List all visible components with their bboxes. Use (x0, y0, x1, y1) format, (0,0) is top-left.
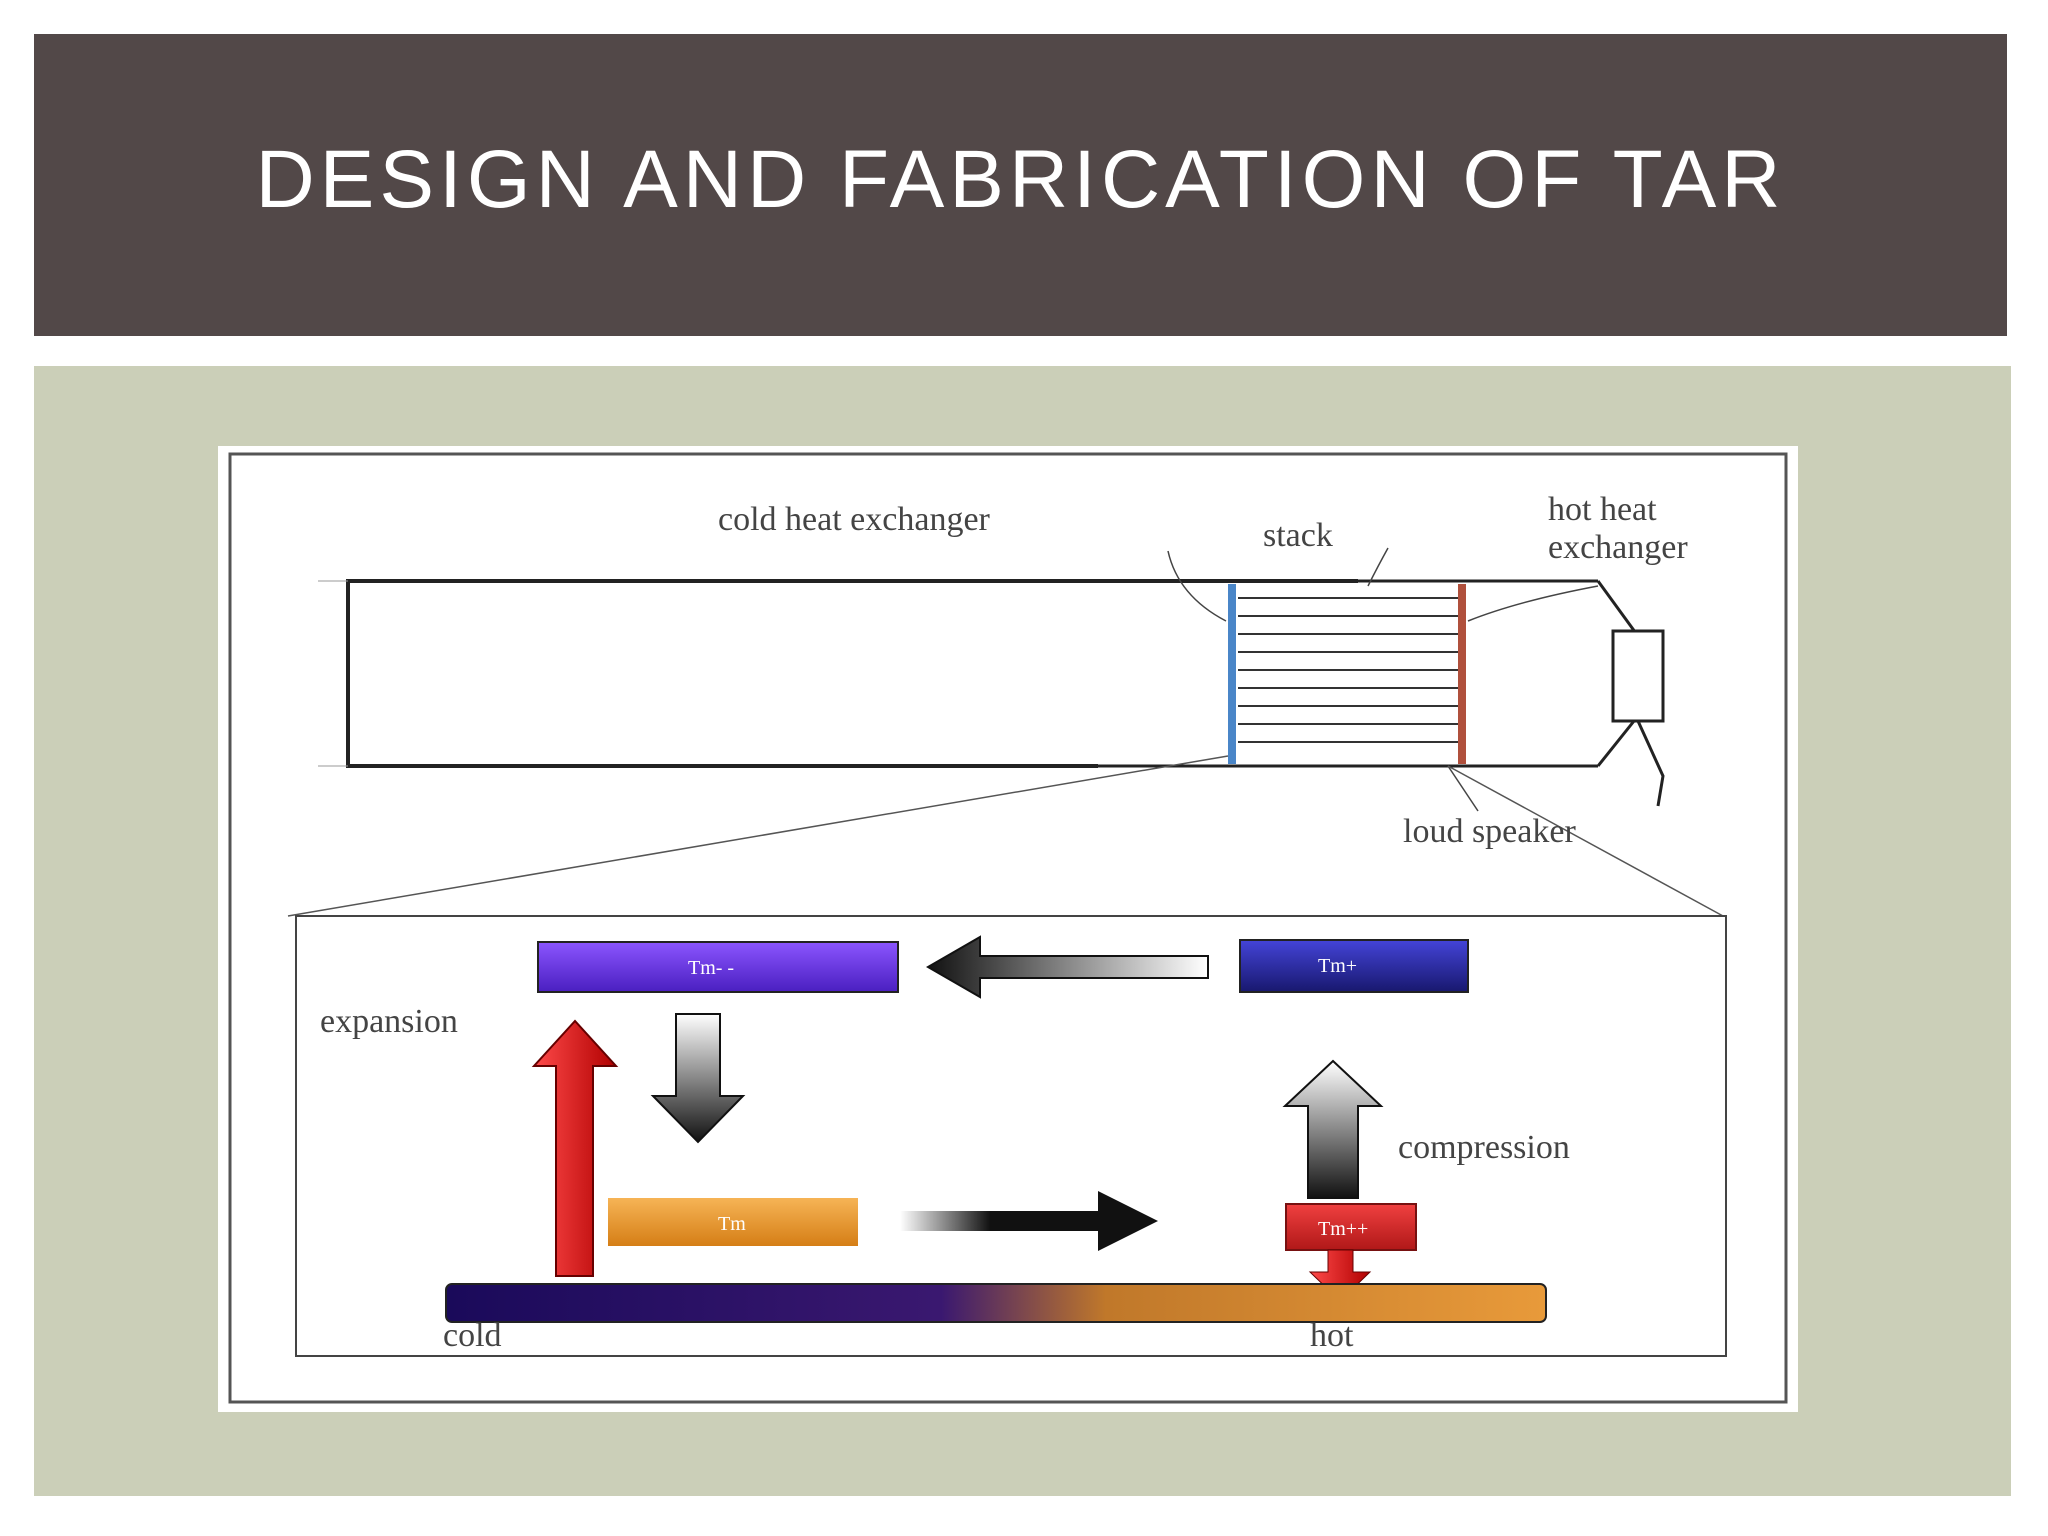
arrow-up-compression (1282, 1059, 1384, 1199)
loud-speaker (1611, 629, 1665, 807)
label-hot: hot (1310, 1317, 1354, 1354)
state-label-expanded: Tm- - (688, 957, 734, 979)
label-loud-speaker: loud speaker (1403, 813, 1576, 850)
arrow-right-middle (900, 1191, 1158, 1251)
label-compression: compression (1398, 1129, 1570, 1166)
zoom-lines (287, 755, 1724, 917)
stack (1238, 597, 1458, 743)
stack-leader (1367, 547, 1389, 587)
figure-frame (228, 452, 1788, 1404)
speaker-leader (1447, 765, 1479, 812)
state-box-compressed (1285, 1203, 1417, 1251)
state-label-compressed: Tm++ (1318, 1218, 1368, 1240)
slide-title: DESIGN AND FABRICATION OF TAR (255, 134, 1786, 225)
state-box-expanded (537, 941, 899, 993)
zoom-box (295, 915, 1727, 1357)
speaker-housing (1358, 579, 1640, 768)
hot-heat-exchanger (1458, 584, 1466, 764)
cold-exchanger-leader (1167, 550, 1227, 622)
state-box-warm (1239, 939, 1469, 993)
label-cold: cold (443, 1317, 502, 1354)
label-hot-heat-exchanger-line1: hot heat (1548, 491, 1657, 528)
title-bar: DESIGN AND FABRICATION OF TAR (34, 34, 2007, 336)
label-cold-heat-exchanger: cold heat exchanger (718, 501, 991, 538)
arrow-left-top (925, 935, 1209, 999)
arrow-down (650, 1013, 746, 1144)
state-label-cold-side: Tm (718, 1213, 746, 1235)
label-stack: stack (1263, 517, 1333, 554)
resonator-tube (318, 579, 1358, 768)
state-box-cold-side (608, 1198, 858, 1246)
tar-diagram: cold heat exchanger stack hot heat excha… (228, 452, 1788, 1404)
state-label-warm: Tm+ (1318, 955, 1357, 977)
tar-diagram-figure: cold heat exchanger stack hot heat excha… (218, 446, 1798, 1412)
cold-heat-exchanger (1228, 584, 1236, 764)
arrow-up-expansion (531, 1019, 619, 1277)
label-expansion: expansion (320, 1003, 458, 1040)
label-hot-heat-exchanger-line2: exchanger (1548, 529, 1688, 566)
hot-exchanger-leader (1467, 585, 1599, 622)
temperature-gradient-bar (445, 1283, 1547, 1323)
